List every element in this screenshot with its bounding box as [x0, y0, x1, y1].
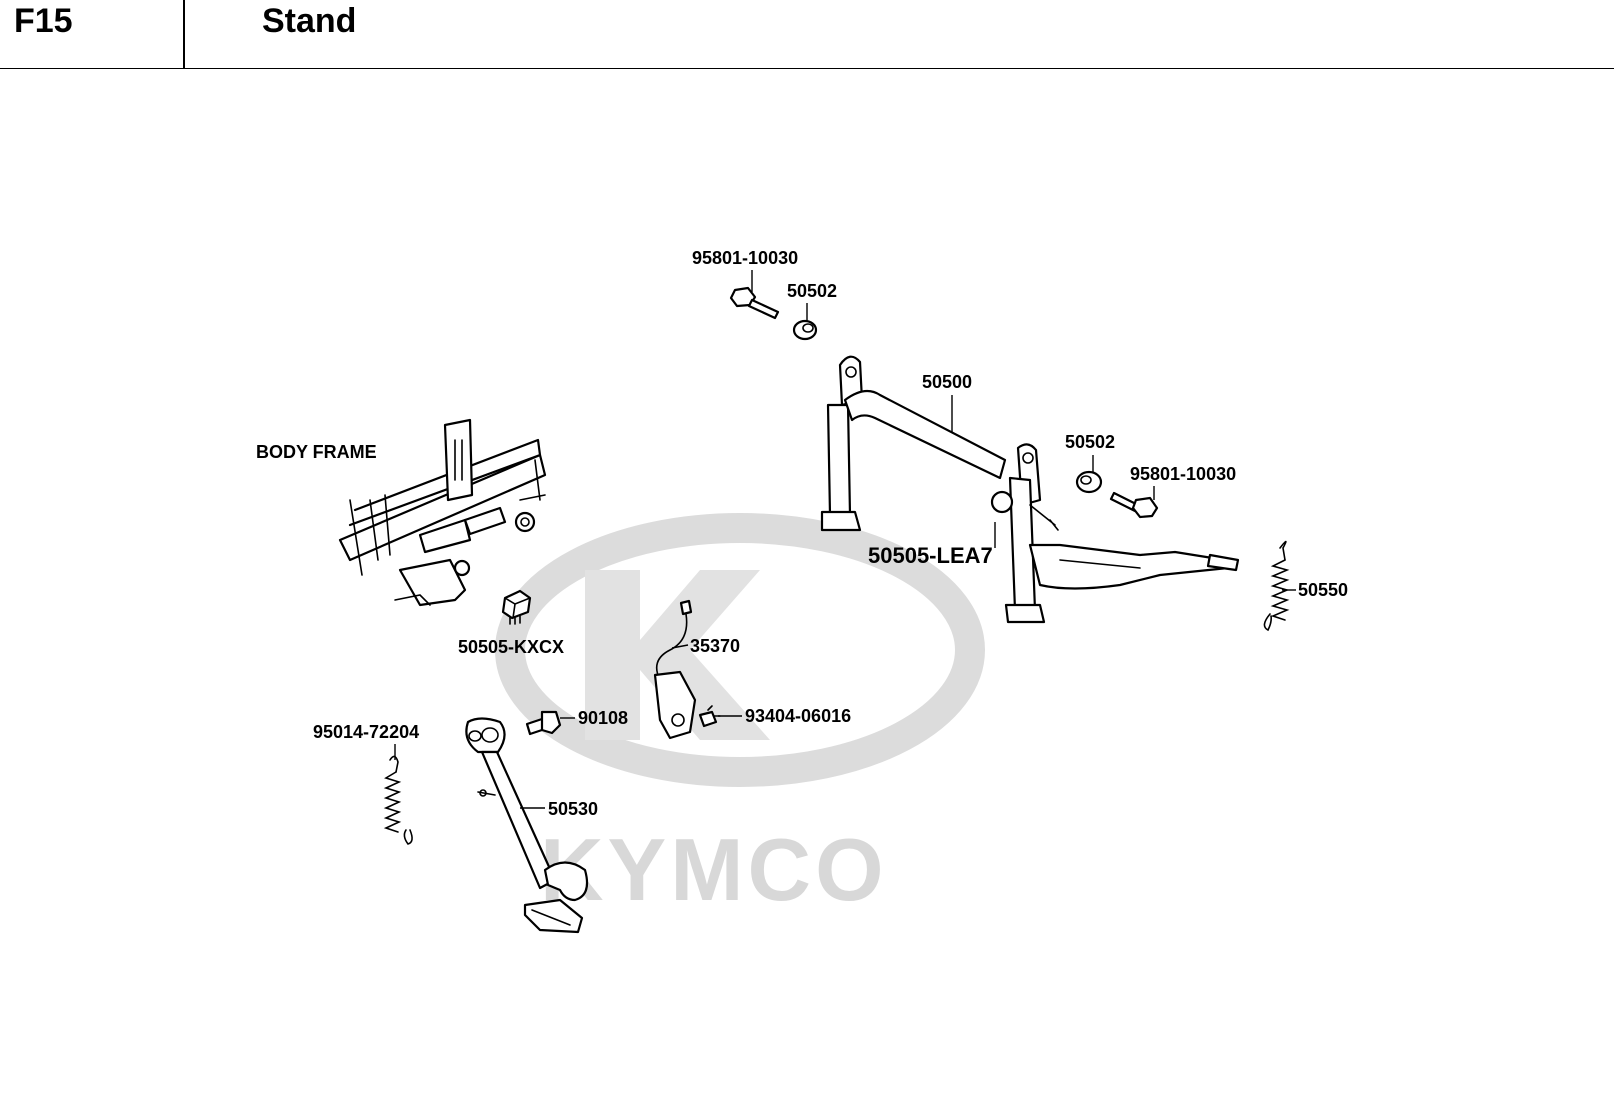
- section-code: F15: [14, 2, 73, 40]
- part-50500-main-stand: [820, 355, 1240, 624]
- part-50502-top: [792, 319, 818, 341]
- part-50550-spring: [1263, 540, 1290, 632]
- part-50530-side-stand: [465, 717, 589, 934]
- part-95014-72204-spring: [383, 755, 413, 845]
- label-body-frame: BODY FRAME: [256, 442, 377, 462]
- section-title: Stand: [262, 2, 357, 40]
- label-50502-right: 50502: [1065, 432, 1115, 452]
- part-50502-right: [1075, 470, 1103, 494]
- label-50550: 50550: [1298, 580, 1348, 600]
- part-95801-10030-right: [1109, 491, 1159, 519]
- label-50500: 50500: [922, 372, 972, 392]
- label-95801-10030-top: 95801-10030: [692, 248, 798, 268]
- label-50530: 50530: [548, 799, 598, 819]
- label-50505-lea7: 50505-LEA7: [868, 543, 993, 568]
- part-35370-switch: [653, 599, 697, 740]
- label-93404-06016: 93404-06016: [745, 706, 851, 726]
- label-95801-10030-right: 95801-10030: [1130, 464, 1236, 484]
- label-50502-top: 50502: [787, 281, 837, 301]
- part-90108-bolt: [525, 710, 562, 736]
- watermark-text: KYMCO: [540, 820, 888, 919]
- label-35370: 35370: [690, 636, 740, 656]
- label-90108: 90108: [578, 708, 628, 728]
- label-50505-kxcx: 50505-KXCX: [458, 637, 564, 657]
- part-93404-06016-screw: [698, 705, 721, 728]
- label-95014-72204: 95014-72204: [313, 722, 419, 742]
- part-95801-10030-top: [729, 286, 780, 320]
- body-frame-drawing: [338, 418, 547, 607]
- part-50505-kxcx: [501, 589, 532, 625]
- kymco-watermark: KYMCO: [495, 513, 985, 919]
- header-divider: [183, 0, 185, 68]
- page-header: F15 Stand: [0, 0, 1614, 69]
